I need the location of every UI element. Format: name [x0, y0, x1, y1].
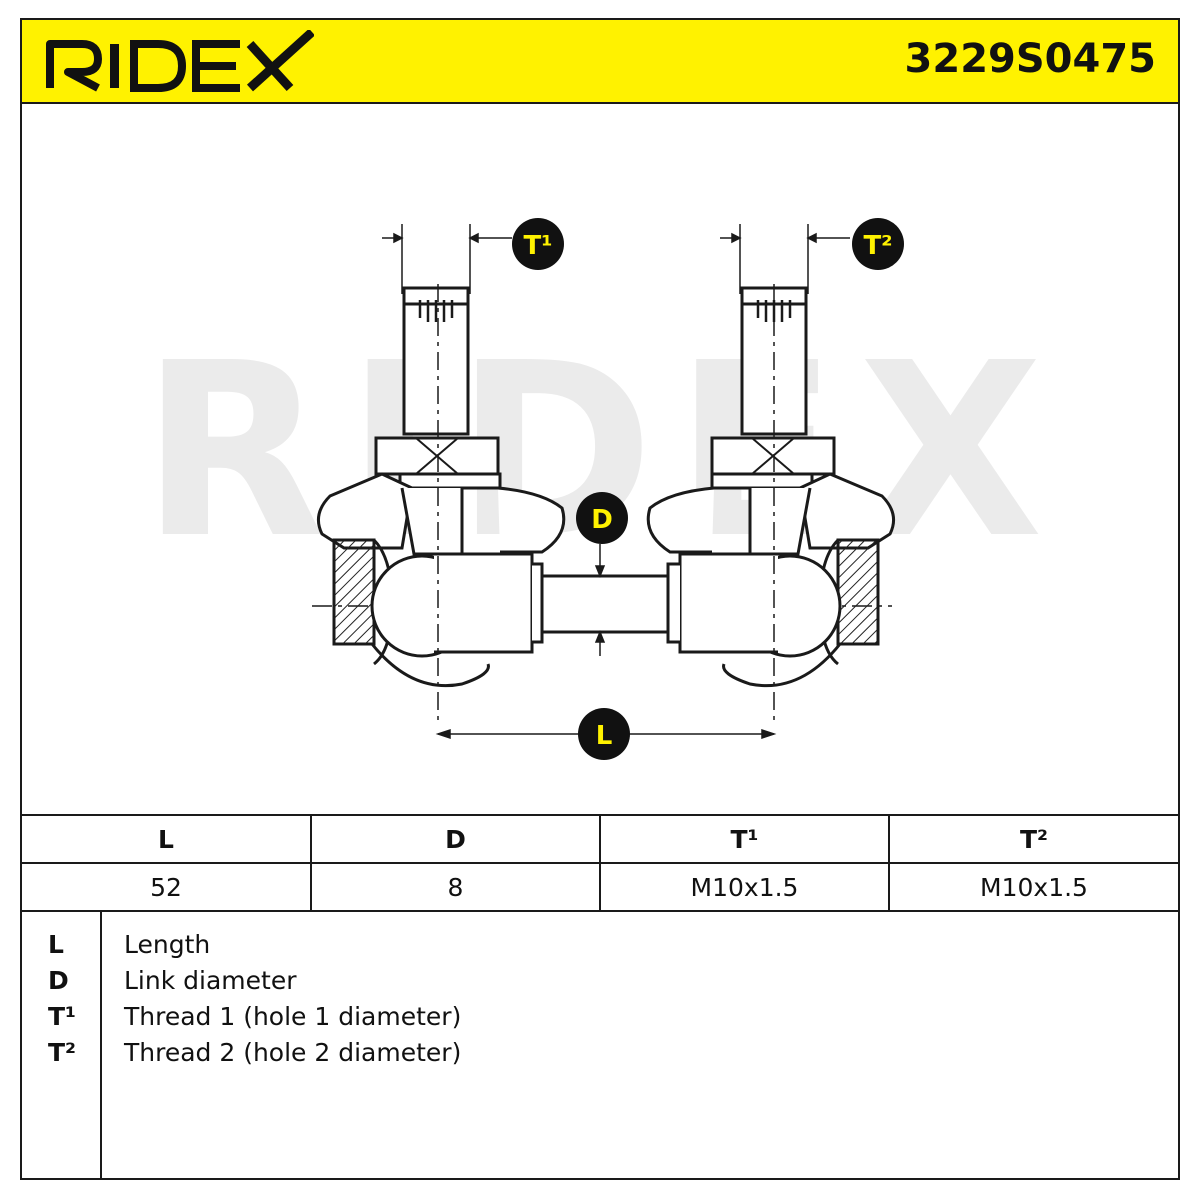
spec-header-d: D [310, 814, 601, 864]
spec-value-l: 52 [22, 862, 312, 912]
legend-text: Thread 2 (hole 2 diameter) [124, 1038, 462, 1067]
spec-value-t2: M10x1.5 [888, 862, 1178, 912]
watermark-text: RIDEX [141, 311, 1063, 591]
svg-text:T¹: T¹ [523, 231, 552, 261]
spec-header-t2: T² [888, 814, 1178, 864]
legend-item: D Link diameter [22, 966, 1178, 1002]
link-rod [540, 574, 670, 634]
legend-divider [100, 912, 102, 1178]
ridex-logo [46, 30, 314, 92]
left-ball-joint [316, 284, 566, 724]
spec-value-d: 8 [310, 862, 601, 912]
legend-item: L Length [22, 930, 1178, 966]
legend-item: T¹ Thread 1 (hole 1 diameter) [22, 1002, 1178, 1038]
stabilizer-link-drawing [312, 224, 896, 740]
spec-table-header-row: L D T¹ T² [22, 814, 1178, 864]
legend-text: Length [124, 930, 211, 959]
spec-value-t1: M10x1.5 [599, 862, 890, 912]
technical-drawing: RIDEX [141, 218, 1063, 760]
right-ball-joint [646, 284, 896, 724]
legend-text: Link diameter [124, 966, 297, 995]
badge-t1: T¹ [512, 218, 564, 270]
spec-table-value-row: 52 8 M10x1.5 M10x1.5 [22, 862, 1178, 912]
badge-t2: T² [852, 218, 904, 270]
legend-key: L [48, 930, 64, 959]
part-number: 3229S0475 [904, 36, 1156, 82]
badge-d: D [576, 492, 628, 544]
svg-text:L: L [596, 721, 613, 751]
legend-item: T² Thread 2 (hole 2 diameter) [22, 1038, 1178, 1074]
header-bar: 3229S0475 [22, 20, 1178, 104]
spec-header-l: L [22, 814, 312, 864]
svg-text:D: D [591, 505, 613, 535]
legend-key: D [48, 966, 69, 995]
svg-text:T²: T² [863, 231, 892, 261]
badge-l: L [578, 708, 630, 760]
spec-table: L D T¹ T² 52 8 M10x1.5 M10x1.5 [22, 814, 1178, 912]
legend-key: T¹ [48, 1002, 77, 1031]
legend: L Length D Link diameter T¹ Thread 1 (ho… [22, 912, 1178, 1178]
legend-key: T² [48, 1038, 77, 1067]
legend-text: Thread 1 (hole 1 diameter) [124, 1002, 462, 1031]
product-sheet-frame: 3229S0475 RIDEX [20, 18, 1180, 1180]
spec-header-t1: T¹ [599, 814, 890, 864]
